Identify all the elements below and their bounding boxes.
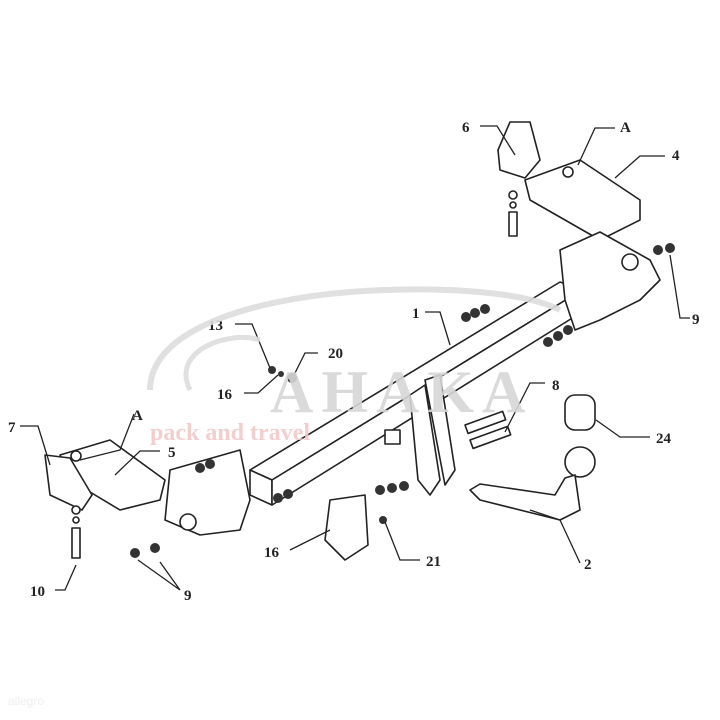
label-16-left: 16: [217, 387, 233, 403]
socket-plate-part-21: [324, 494, 369, 561]
label-5: 5: [168, 445, 176, 461]
corner-watermark: allegro: [8, 694, 44, 708]
label-6: 6: [462, 120, 470, 136]
center-bracket: [324, 374, 456, 561]
bracket-part-5: [59, 439, 251, 536]
tow-ball-part-24: [469, 394, 596, 521]
label-9-bottom: 9: [184, 588, 192, 604]
label-9-right: 9: [692, 312, 700, 328]
label-21: 21: [426, 554, 441, 570]
bolts-part-8: [464, 410, 512, 450]
label-8: 8: [552, 378, 560, 394]
label-2: 2: [584, 557, 592, 573]
label-7: 7: [8, 420, 16, 436]
label-1: 1: [412, 306, 420, 322]
tow-neck-part-2: [469, 474, 581, 521]
bracket-part-6: [497, 121, 541, 237]
label-10: 10: [30, 584, 45, 600]
label-13: 13: [208, 318, 223, 334]
label-24: 24: [656, 431, 672, 447]
bracket-part-4: [524, 159, 661, 331]
label-a-left: A: [132, 408, 143, 424]
bracket-part-7: [44, 454, 93, 559]
label-a-top: A: [620, 120, 631, 136]
label-16-bottom: 16: [264, 545, 280, 561]
label-20: 20: [328, 346, 343, 362]
watermark-tagline: pack and travel: [150, 420, 310, 446]
label-4: 4: [672, 148, 680, 164]
